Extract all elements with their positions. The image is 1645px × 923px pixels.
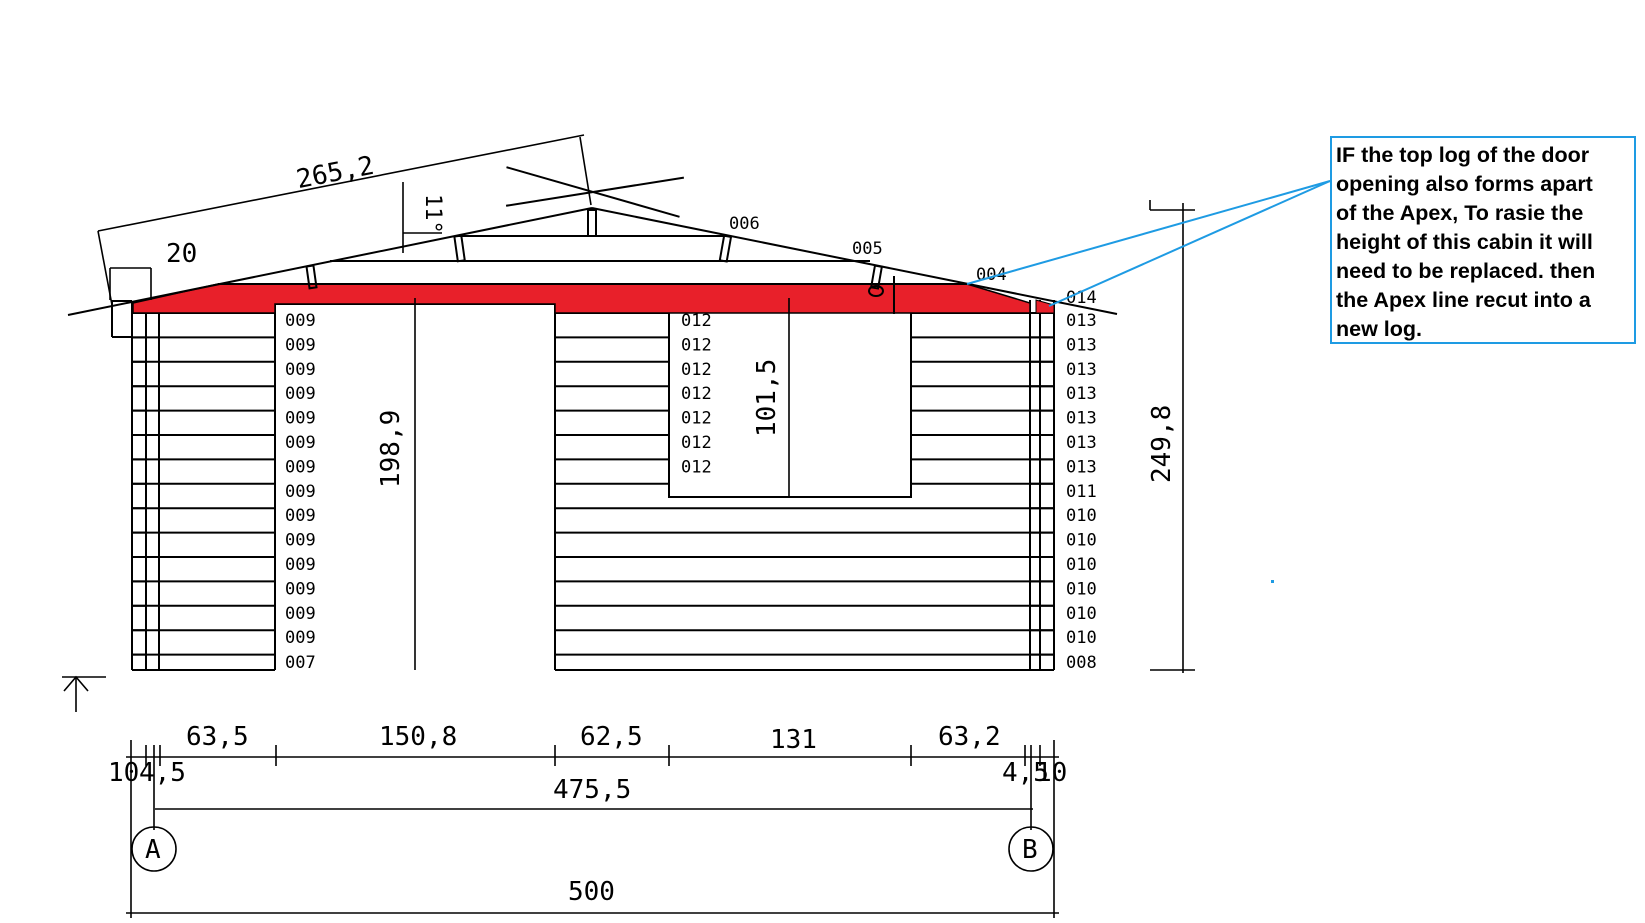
- note-line: IF the top log of the door: [1336, 143, 1590, 167]
- dimension-lines: [62, 134, 1195, 918]
- note-line: new log.: [1336, 317, 1422, 341]
- log-label: 013: [1066, 360, 1097, 380]
- log-label: 009: [285, 506, 316, 526]
- log-label: 009: [285, 604, 316, 624]
- dim-inner-span: 475,5: [553, 775, 631, 805]
- roof-log-label: 005: [852, 239, 883, 259]
- log-label: 009: [285, 433, 316, 453]
- dim-seg-4: 131: [770, 725, 817, 755]
- log-label: 010: [1066, 555, 1097, 575]
- dim-window-height: 101,5: [752, 359, 782, 437]
- dim-seg-2: 150,8: [379, 722, 457, 752]
- log-label: 012: [681, 457, 712, 477]
- note-line: height of this cabin it will: [1336, 230, 1593, 254]
- dim-overhang: 20: [166, 239, 197, 269]
- dim-right-corner: 4,5: [1002, 758, 1049, 788]
- wall-log-lines: [132, 300, 1054, 671]
- log-label: 013: [1066, 409, 1097, 429]
- dim-door-height: 198,9: [376, 410, 406, 488]
- callout-leaders: [966, 180, 1331, 307]
- dim-left-wall: 10: [108, 758, 139, 788]
- log-label: 010: [1066, 531, 1097, 551]
- log-label: 009: [285, 360, 316, 380]
- log-label: 012: [681, 311, 712, 331]
- log-label: 011: [1066, 482, 1097, 502]
- log-label: 013: [1066, 457, 1097, 477]
- highlighted-top-log: [132, 283, 1031, 314]
- log-label: 009: [285, 628, 316, 648]
- log-label: 013: [1066, 335, 1097, 355]
- note-line: the Apex line recut into a: [1336, 288, 1591, 312]
- dim-seg-1: 63,5: [186, 722, 249, 752]
- dim-rafter-length: 265,2: [294, 151, 377, 195]
- log-label: 012: [681, 335, 712, 355]
- log-label: 013: [1066, 433, 1097, 453]
- log-label: 009: [285, 457, 316, 477]
- log-label: 009: [285, 335, 316, 355]
- log-label: 010: [1066, 579, 1097, 599]
- log-label: 009: [285, 555, 316, 575]
- axis-marker-b: [1008, 826, 1054, 872]
- roof-lines: [67, 166, 1118, 316]
- dim-seg-3: 62,5: [580, 722, 643, 752]
- log-label: 010: [1066, 506, 1097, 526]
- log-label: 012: [681, 384, 712, 404]
- log-label: 009: [285, 311, 316, 331]
- log-label: 009: [285, 384, 316, 404]
- log-label: 010: [1066, 604, 1097, 624]
- log-label: 010: [1066, 628, 1097, 648]
- leader-to-right-log: [1048, 180, 1331, 307]
- log-label: 012: [681, 360, 712, 380]
- log-label: 009: [285, 482, 316, 502]
- log-label: 009: [285, 409, 316, 429]
- dim-right-wall: 10: [1036, 758, 1067, 788]
- dim-total-height: 249,8: [1147, 405, 1177, 483]
- note-line: need to be replaced. then: [1336, 259, 1596, 283]
- log-label: 009: [285, 531, 316, 551]
- axis-label-a: A: [145, 835, 161, 865]
- dimension-labels: 265,2 20 11° 198,9 101,5 249,8 63,5 150,…: [108, 151, 1177, 907]
- stray-dot: [1271, 580, 1274, 583]
- roof-log-label: 006: [729, 214, 760, 234]
- log-label: 013: [1066, 384, 1097, 404]
- note-line: of the Apex, To rasie the: [1336, 201, 1584, 225]
- log-label: 013: [1066, 311, 1097, 331]
- log-label: 008: [1066, 653, 1097, 673]
- dim-roof-pitch: 11°: [420, 194, 445, 234]
- note-callout: IF the top log of the door opening also …: [1330, 136, 1636, 344]
- log-label: 009: [285, 579, 316, 599]
- dim-left-corner: 4,5: [139, 758, 186, 788]
- log-label: 007: [285, 653, 316, 673]
- axis-label-b: B: [1022, 835, 1038, 865]
- log-label: 012: [681, 433, 712, 453]
- log-course-labels: 009 009 009 009 009 009 009 009 009 009 009 009 009 0…: [285, 311, 1097, 673]
- roof-log-label: 014: [1066, 288, 1097, 308]
- dim-total-width: 500: [568, 877, 615, 907]
- note-line: opening also forms apart: [1336, 172, 1593, 196]
- dim-seg-5: 63,2: [938, 722, 1001, 752]
- highlighted-top-log-right: [1035, 299, 1055, 314]
- axis-marker-a: [131, 826, 177, 872]
- wall-outline: [111, 300, 1055, 671]
- leader-to-apex: [966, 180, 1331, 285]
- log-label: 012: [681, 409, 712, 429]
